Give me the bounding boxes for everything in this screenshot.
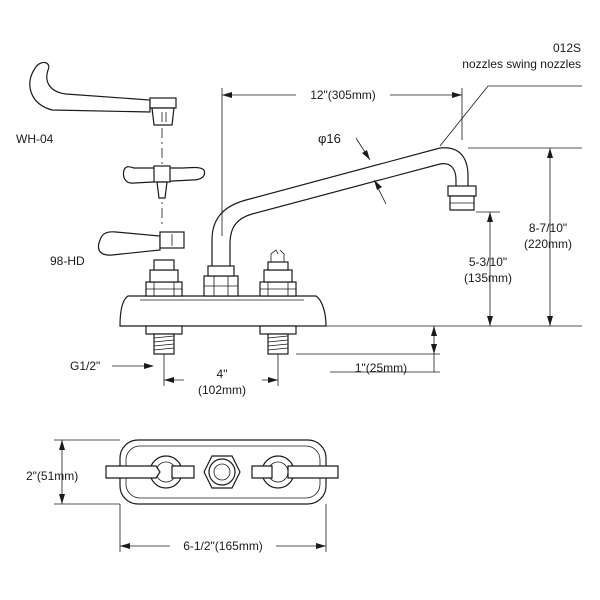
inlet-thread-label: G1/2" <box>70 359 100 373</box>
base-depth-dimension <box>54 439 120 505</box>
base-width-dimension <box>119 504 327 552</box>
spout-height-mm: (135mm) <box>464 271 512 285</box>
tee-handle-drawing <box>122 165 206 199</box>
base-width-label: 6-1/2"(165mm) <box>183 539 263 553</box>
center-spacing-inch: 4" <box>217 367 228 381</box>
wrist-blade-handle-label: WH-04 <box>16 132 54 146</box>
center-spacing-mm: (102mm) <box>198 383 246 397</box>
overall-height-mm: (220mm) <box>524 237 572 251</box>
shank-length-dimension <box>296 326 440 373</box>
diameter-dimension <box>355 137 387 205</box>
reach-dimension-label: 12"(305mm) <box>310 88 376 102</box>
spout-diameter-label: φ16 <box>318 131 341 146</box>
lever-handle-drawing <box>97 231 185 256</box>
spout-height-inch: 5-3/10" <box>469 255 507 269</box>
overall-height-inch: 8-7/10" <box>529 221 567 235</box>
height-dimensions <box>326 147 582 327</box>
model-code: 012S <box>553 41 581 55</box>
faucet-body-elevation <box>119 147 477 355</box>
faucet-plan-view <box>105 439 339 505</box>
shank-length-label: 1"(25mm) <box>355 361 407 375</box>
spout-note: nozzles swing nozzles <box>462 57 581 71</box>
lever-handle-label: 98-HD <box>50 254 85 268</box>
wrist-blade-handle-drawing <box>29 61 177 126</box>
reach-dimension <box>221 88 463 236</box>
base-depth-label: 2"(51mm) <box>26 469 78 483</box>
model-leader-line <box>439 85 582 147</box>
center-spacing-dimension <box>112 354 279 386</box>
